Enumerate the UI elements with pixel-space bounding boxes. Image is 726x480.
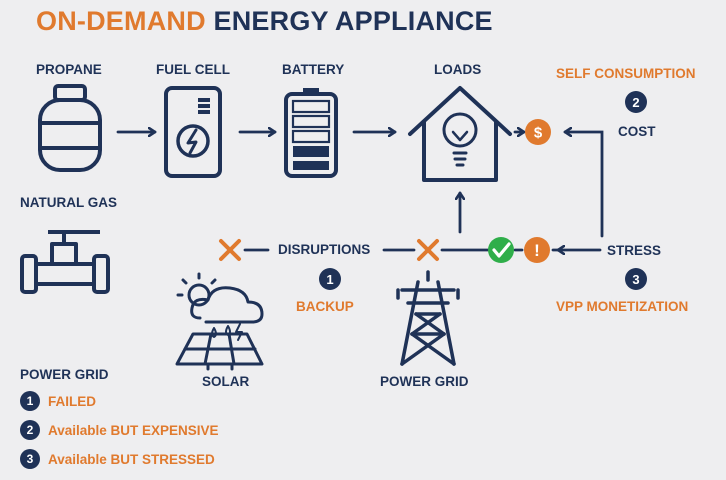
legend-badge: 3 (20, 449, 40, 469)
label-battery: BATTERY (282, 62, 345, 77)
badge-3: 3 (625, 268, 647, 290)
title-rest: ENERGY APPLIANCE (213, 6, 493, 36)
label-power-grid: POWER GRID (380, 374, 469, 389)
arrow-cost-loop (563, 132, 604, 238)
label-propane: PROPANE (36, 62, 102, 77)
loads-house-icon (408, 86, 512, 182)
legend-item: 3 Available BUT STRESSED (20, 449, 219, 469)
legend-badge: 2 (20, 420, 40, 440)
alert-circle-icon: ! (524, 237, 550, 263)
legend-item: 1 FAILED (20, 391, 219, 411)
x-mark-icon (417, 239, 439, 261)
label-fuel-cell: FUEL CELL (156, 62, 230, 77)
solar-icon (175, 272, 264, 371)
label-solar: SOLAR (202, 374, 250, 389)
fuel-cell-icon (164, 86, 222, 178)
legend-text: Available BUT EXPENSIVE (48, 422, 219, 438)
label-self-consumption: SELF CONSUMPTION (556, 66, 696, 81)
label-natural-gas: NATURAL GAS (20, 195, 117, 210)
label-loads: LOADS (434, 62, 482, 77)
label-cost: COST (618, 124, 656, 139)
alert-glyph: ! (534, 241, 540, 260)
dollar-glyph: $ (534, 125, 543, 142)
power-grid-tower-icon (396, 270, 460, 366)
legend-badge: 1 (20, 391, 40, 411)
badge-1: 1 (319, 268, 341, 290)
page-title: ON-DEMAND ENERGY APPLIANCE (36, 6, 493, 37)
badge-2: 2 (625, 91, 647, 113)
legend-text: FAILED (48, 393, 97, 409)
battery-icon (284, 88, 338, 178)
label-backup: BACKUP (296, 299, 354, 314)
label-vpp-monetization: VPP MONETIZATION (556, 299, 689, 314)
flow-arrows (116, 132, 604, 250)
check-circle-icon (488, 237, 514, 263)
dollar-circle-icon: $ (525, 119, 551, 145)
propane-tank-icon (38, 84, 102, 172)
legend: POWER GRID 1 FAILED 2 Available BUT EXPE… (20, 367, 219, 469)
label-stress: STRESS (607, 243, 662, 258)
legend-title: POWER GRID (20, 367, 109, 382)
label-disruptions: DISRUPTIONS (278, 242, 371, 257)
x-mark-icon (219, 239, 241, 261)
natural-gas-pipe-icon (20, 230, 110, 294)
legend-text: Available BUT STRESSED (48, 451, 215, 467)
legend-item: 2 Available BUT EXPENSIVE (20, 420, 219, 440)
title-highlight: ON-DEMAND (36, 6, 206, 36)
